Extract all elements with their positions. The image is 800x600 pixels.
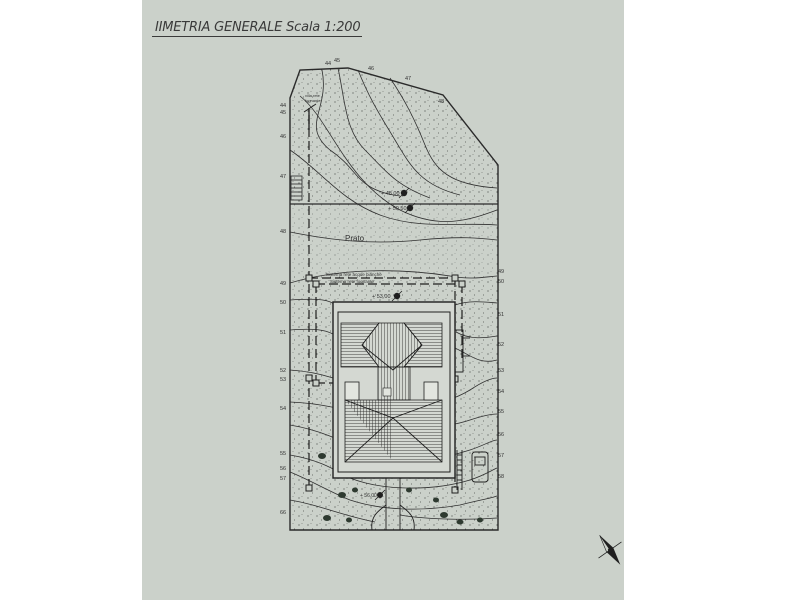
lawn-label: Prato [345,234,365,243]
contour-label-left-46-2: 46 [280,134,286,140]
elevation-target-marker-3 [391,290,403,302]
contour-label-left-47-3: 47 [280,174,286,180]
contour-labels-right: 49 50 51 52 53 54 55 56 57 58 [498,269,504,480]
elevation-markers [374,187,416,501]
contour-label-left-45-1: 45 [280,110,286,116]
contour-label-top-46-2: 46 [368,66,374,72]
contour-label-left-44-0: 44 [280,103,286,109]
contour-label-left-57-13: 57 [280,476,286,482]
contour-label-left-54-10: 54 [280,406,286,412]
house [332,301,456,479]
note-top-left-2: fognante [305,98,321,103]
right-side-structure [463,337,470,357]
contour-label-right-49-0: 49 [498,269,504,275]
elevation-label-2: + 50.50 [388,206,407,212]
contour-label-right-52-3: 52 [498,342,504,348]
boundary-label-top: Sistema rete acque bianche [326,272,382,277]
drawing-title: IIMETRIA GENERALE Scala 1:200 [155,20,361,35]
elevation-target-marker-1 [398,187,410,199]
contour-label-right-56-7: 56 [498,432,504,438]
contour-label-left-51-7: 51 [280,330,286,336]
lawn-area [291,204,497,275]
contour-label-left-48-4: 48 [280,229,286,235]
elevation-label-3: + 53.00 [372,294,391,300]
elevation-label-1: + 48.00 [381,191,400,197]
contour-label-right-50-1: 50 [498,279,504,285]
note-top-left-1: villa rete [305,93,321,98]
shrubs [318,453,483,525]
contour-label-right-53-4: 53 [498,368,504,374]
title-underline [152,36,362,37]
contour-label-right-57-8: 57 [498,453,504,459]
contour-label-left-56-12: 56 [280,466,286,472]
contour-label-top-48-4: 48 [438,99,444,105]
contour-label-left-52-8: 52 [280,368,286,374]
contour-label-left-50-6: 50 [280,300,286,306]
contour-label-right-51-2: 51 [498,312,504,318]
contour-label-right-58-9: 58 [498,474,504,480]
elevation-label-4: + 56.00 [360,493,377,499]
side-wing [454,329,464,373]
contour-label-left-53-9: 53 [280,377,286,383]
entry-steps [290,175,303,201]
contour-label-right-55-6: 55 [498,409,504,415]
contour-label-left-66-14: 66 [280,510,286,516]
contour-label-top-45-1: 45 [334,58,340,64]
elevation-target-marker-4 [374,489,386,501]
front-walkway [371,478,415,531]
north-arrow-compass [598,535,622,565]
boundary-label-bottom: Sistema rete fognante [330,279,375,284]
contour-label-top-44-0: 44 [325,61,331,67]
contour-label-left-55-11: 55 [280,451,286,457]
manholes [305,274,466,494]
contour-label-right-54-5: 54 [498,389,504,395]
contour-label-left-49-5: 49 [280,281,286,287]
parking [456,450,489,490]
contour-label-top-47-3: 47 [405,76,411,82]
elevation-target-marker-2 [404,202,416,214]
contour-lines [289,67,498,523]
